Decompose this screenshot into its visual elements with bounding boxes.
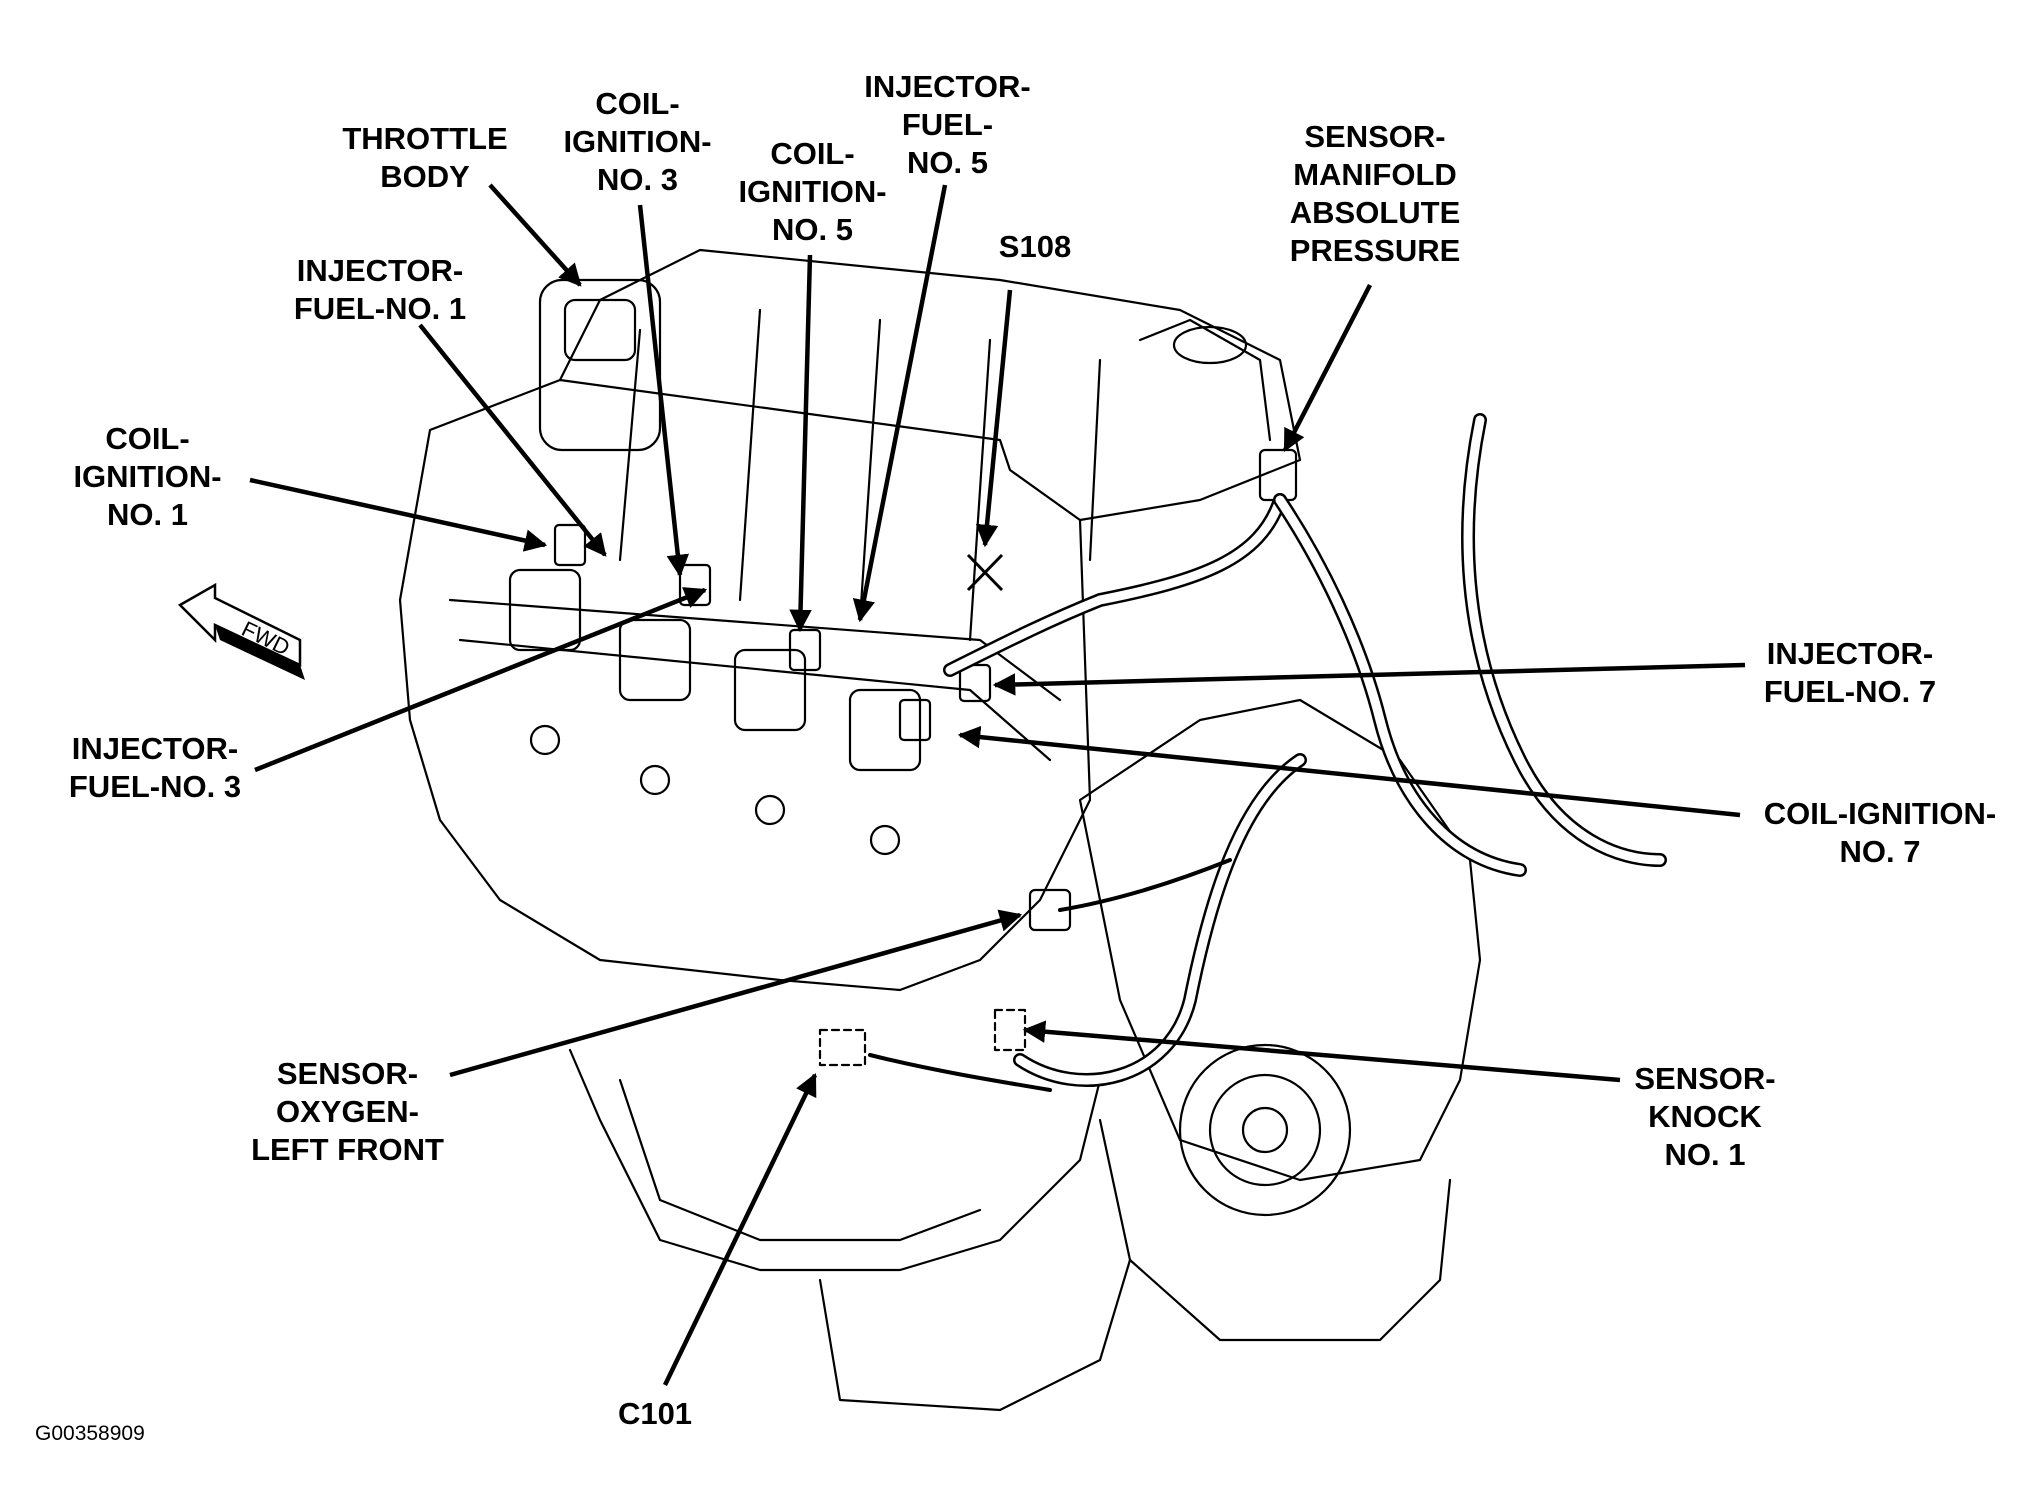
leader-sensor-oxygen (449, 909, 1023, 1078)
leader-injector-fuel-no7 (992, 662, 1746, 696)
label-injector-fuel-no5: INJECTOR-FUEL-NO. 5 (864, 69, 1031, 180)
label-coil-ignition-no7: COIL-IGNITION-NO. 7 (1763, 796, 1997, 869)
leader-c101 (662, 1072, 818, 1386)
label-injector-fuel-no1: INJECTOR-FUEL-NO. 1 (293, 253, 467, 326)
leader-throttle-body (488, 183, 582, 287)
label-injector-fuel-no3: INJECTOR-FUEL-NO. 3 (68, 731, 242, 804)
label-coil-ignition-no5: COIL-IGNITION-NO. 5 (738, 136, 887, 247)
engine-outline (398, 248, 1482, 1412)
figure-id: G00358909 (35, 1422, 145, 1445)
leader-injector-fuel-no5 (852, 184, 948, 623)
leader-coil-ignition-no5 (789, 254, 813, 633)
fwd-direction-marker: FWD (177, 582, 305, 680)
leader-lines (249, 183, 1746, 1386)
label-sensor-oxygen-left-front: SENSOR-OXYGEN-LEFT FRONT (251, 1056, 444, 1167)
label-c101: C101 (617, 1396, 693, 1431)
label-coil-ignition-no3: COIL-IGNITION-NO. 3 (563, 86, 712, 197)
leader-sensor-map (1282, 283, 1373, 453)
leader-coil-ignition-no3 (637, 204, 690, 578)
leader-injector-fuel-no1 (418, 323, 607, 557)
s108-splice-mark (966, 553, 1004, 592)
leader-coil-ignition-no7 (957, 725, 1741, 818)
leader-injector-fuel-no3 (254, 587, 708, 773)
label-s108: S108 (998, 229, 1072, 264)
leader-coil-ignition-no1 (249, 477, 548, 552)
leader-sensor-knock (1022, 1020, 1621, 1083)
label-injector-fuel-no7: INJECTOR-FUEL-NO. 7 (1763, 636, 1937, 709)
label-coil-ignition-no1: COIL-IGNITION-NO. 1 (73, 421, 222, 532)
leader-s108 (975, 289, 1013, 548)
wiring-harness (868, 413, 1667, 1092)
